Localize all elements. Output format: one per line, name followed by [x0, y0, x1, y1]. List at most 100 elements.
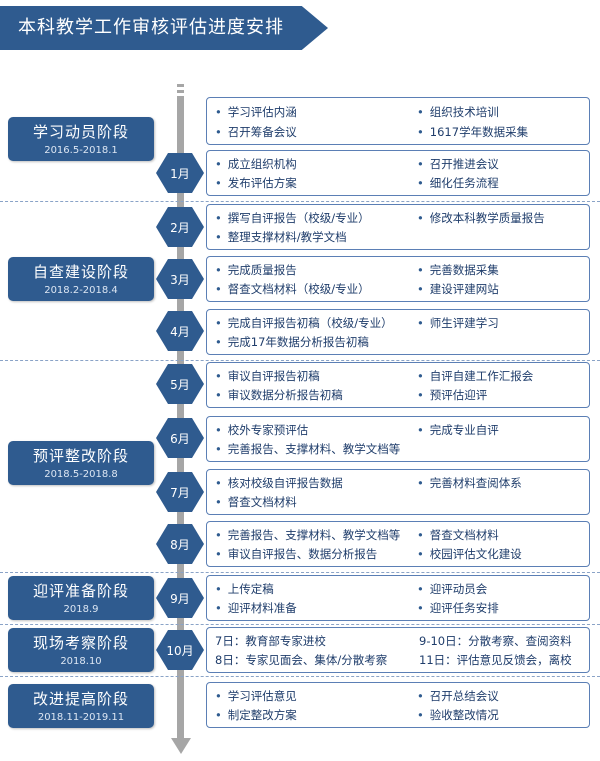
task-box-month-6: •校外专家预评估 •完善报告、支撑材料、教学文档等 •完成专业自评 [206, 416, 590, 462]
task-item: •建设评建网站 [417, 282, 499, 296]
task-item: •召开推进会议 [417, 157, 499, 171]
bullet-icon: • [215, 263, 222, 277]
bullet-icon: • [215, 230, 222, 244]
month-marker-10: 10月 [156, 630, 204, 670]
task-item: •完成自评报告初稿（校级/专业） [215, 316, 393, 330]
month-marker-7: 7月 [156, 472, 204, 512]
bullet-icon: • [215, 176, 222, 190]
task-item: 11日：评估意见反馈会，离校 [419, 653, 572, 667]
month-marker-3: 3月 [156, 259, 204, 299]
phase-improvement: 改进提高阶段 2018.11-2019.11 [8, 684, 154, 728]
phase-name: 迎评准备阶段 [32, 582, 129, 600]
task-item: 9-10日：分散考察、查阅资料 [419, 634, 572, 648]
bullet-icon: • [417, 423, 424, 437]
bullet-icon: • [215, 601, 222, 615]
bullet-icon: • [417, 282, 424, 296]
phase-dates: 2018.5-2018.8 [44, 469, 118, 480]
task-item: •学习评估意见 [215, 689, 297, 703]
phase-learning-mobilization: 学习动员阶段 2016.5-2018.1 [8, 117, 154, 161]
bullet-icon: • [215, 125, 222, 139]
task-item: •校园评估文化建设 [417, 547, 522, 561]
bullet-icon: • [417, 547, 424, 561]
task-item: •审议自评报告初稿 [215, 369, 320, 383]
task-box-month-3: •完成质量报告 •督查文档材料（校级/专业） •完善数据采集 •建设评建网站 [206, 256, 590, 302]
task-item: •成立组织机构 [215, 157, 297, 171]
bullet-icon: • [215, 582, 222, 596]
timeline-arrow-icon [171, 738, 191, 754]
task-item: •完善材料查阅体系 [417, 476, 522, 490]
task-box-month-10: 7日：教育部专家进校 8日：专家见面会、集体/分散考察 9-10日：分散考察、查… [206, 627, 590, 673]
bullet-icon: • [417, 263, 424, 277]
task-item: •细化任务流程 [417, 176, 499, 190]
task-box-month-2: •撰写自评报告（校级/专业） •整理支撑材料/教学文档 •修改本科教学质量报告 [206, 204, 590, 250]
phase-site-visit: 现场考察阶段 2018.10 [8, 628, 154, 672]
phase-name: 现场考察阶段 [32, 634, 129, 652]
task-item: •迎评动员会 [417, 582, 488, 596]
phase-dates: 2018.10 [60, 656, 102, 667]
task-item: •召开筹备会议 [215, 125, 297, 139]
task-box-month-7: •核对校级自评报告数据 •督查文档材料 •完善材料查阅体系 [206, 469, 590, 515]
task-box-month-9: •上传定稿 •迎评材料准备 •迎评动员会 •迎评任务安排 [206, 575, 590, 621]
task-item: •1617学年数据采集 [417, 125, 529, 139]
month-marker-8: 8月 [156, 524, 204, 564]
bullet-icon: • [417, 369, 424, 383]
task-item: •校外专家预评估 [215, 423, 309, 437]
task-item: •完善报告、支撑材料、教学文档等 [215, 528, 401, 542]
phase-name: 自查建设阶段 [32, 263, 129, 281]
task-item: •完善数据采集 [417, 263, 499, 277]
phase-self-check: 自查建设阶段 2018.2-2018.4 [8, 257, 154, 301]
task-item: •督查文档材料 [215, 495, 297, 509]
task-item: •修改本科教学质量报告 [417, 211, 545, 225]
bullet-icon: • [215, 335, 222, 349]
task-item: •撰写自评报告（校级/专业） [215, 211, 370, 225]
task-item: •完成专业自评 [417, 423, 499, 437]
bullet-icon: • [417, 708, 424, 722]
task-item: •自评自建工作汇报会 [417, 369, 534, 383]
task-box-month-1: •成立组织机构 •发布评估方案 •召开推进会议 •细化任务流程 [206, 150, 590, 196]
bullet-icon: • [215, 105, 222, 119]
bullet-icon: • [417, 176, 424, 190]
phase-name: 改进提高阶段 [32, 690, 129, 708]
bullet-icon: • [417, 476, 424, 490]
task-item: •师生评建学习 [417, 316, 499, 330]
month-marker-5: 5月 [156, 364, 204, 404]
bullet-icon: • [215, 476, 222, 490]
month-marker-2: 2月 [156, 207, 204, 247]
bullet-icon: • [215, 282, 222, 296]
bullet-icon: • [215, 528, 222, 542]
task-item: •迎评材料准备 [215, 601, 297, 615]
phase-name: 预评整改阶段 [32, 447, 129, 465]
task-item: •完成质量报告 [215, 263, 297, 277]
bullet-icon: • [215, 211, 222, 225]
bullet-icon: • [215, 442, 222, 456]
phase-divider [0, 201, 600, 202]
bullet-icon: • [417, 582, 424, 596]
month-marker-4: 4月 [156, 311, 204, 351]
task-item: 7日：教育部专家进校 [215, 634, 326, 648]
phase-dates: 2018.11-2019.11 [37, 712, 125, 723]
bullet-icon: • [417, 316, 424, 330]
bullet-icon: • [417, 388, 424, 402]
bullet-icon: • [215, 708, 222, 722]
timeline-spine-dash [177, 84, 184, 87]
task-item: 8日：专家见面会、集体/分散考察 [215, 653, 388, 667]
page-title: 本科教学工作审核评估进度安排 [0, 6, 328, 50]
task-item: •完善报告、支撑材料、教学文档等 [215, 442, 401, 456]
task-item: •督查文档材料（校级/专业） [215, 282, 370, 296]
task-box-post: •学习评估意见 •制定整改方案 •召开总结会议 •验收整改情况 [206, 682, 590, 728]
phase-pre-evaluation: 预评整改阶段 2018.5-2018.8 [8, 441, 154, 485]
bullet-icon: • [417, 105, 424, 119]
task-box-month-5: •审议自评报告初稿 •审议数据分析报告初稿 •自评自建工作汇报会 •预评估迎评 [206, 362, 590, 408]
bullet-icon: • [417, 125, 424, 139]
timeline-spine-dash [177, 90, 184, 93]
task-item: •上传定稿 [215, 582, 274, 596]
task-item: •召开总结会议 [417, 689, 499, 703]
task-item: •审议数据分析报告初稿 [215, 388, 343, 402]
bullet-icon: • [215, 157, 222, 171]
task-box-pre: •学习评估内涵 •召开筹备会议 •组织技术培训 •1617学年数据采集 [206, 97, 590, 145]
bullet-icon: • [215, 388, 222, 402]
month-marker-6: 6月 [156, 418, 204, 458]
task-item: •督查文档材料 [417, 528, 499, 542]
bullet-icon: • [417, 211, 424, 225]
phase-divider [0, 676, 600, 677]
